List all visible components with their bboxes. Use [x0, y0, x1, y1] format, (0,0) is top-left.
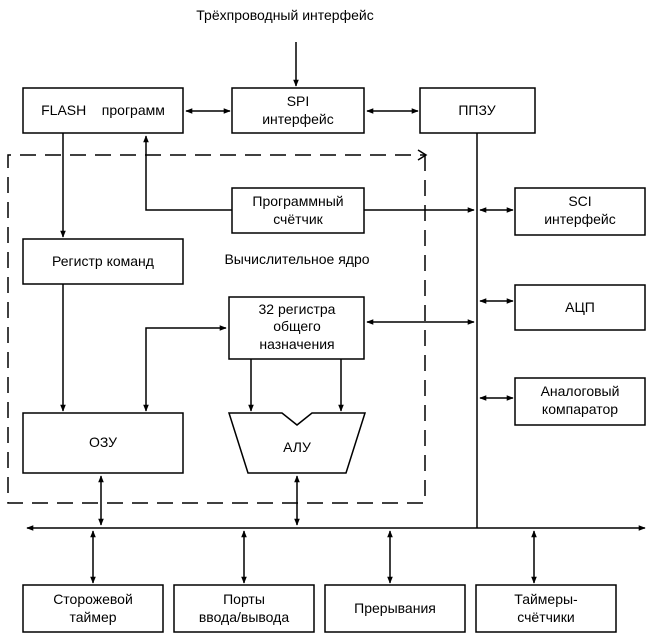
top-label: Трёхпроводный интерфейс — [196, 7, 373, 23]
ram-label: ОЗУ — [89, 434, 117, 450]
watchdog-label-2: таймер — [69, 609, 116, 625]
comparator-label-2: компаратор — [542, 401, 618, 417]
spi-label-2: интерфейс — [262, 111, 334, 127]
instruction-register-block: Регистр команд — [22, 238, 184, 285]
instruction-register-label: Регистр команд — [52, 253, 154, 269]
alu-block: АЛУ — [227, 412, 367, 474]
timers-label-1: Таймеры- — [514, 591, 578, 607]
spi-label-1: SPI — [287, 93, 310, 109]
program-counter-label-1: Программный — [252, 193, 343, 209]
registers-label-1: 32 регистра — [259, 301, 336, 317]
program-counter-label-2: счётчик — [273, 211, 323, 227]
watchdog-label-1: Сторожевой — [53, 591, 133, 607]
flash-label: FLASH программ — [41, 102, 165, 118]
registers-block: 32 регистра общего назначения — [228, 296, 365, 360]
program-counter-block: Программный счётчик — [231, 187, 365, 234]
io-ports-label-2: ввода/вывода — [199, 609, 289, 625]
ram-block: ОЗУ — [22, 412, 184, 474]
comparator-label-1: Аналоговый — [541, 383, 620, 399]
ram-registers-arrow — [143, 325, 227, 412]
sci-label-1: SCI — [568, 193, 591, 209]
adc-label: АЦП — [565, 299, 595, 315]
ppzu-block: ППЗУ — [419, 87, 536, 134]
registers-label-3: назначения — [259, 336, 334, 352]
interrupts-label: Прерывания — [354, 600, 436, 616]
interrupts-block: Прерывания — [324, 584, 466, 633]
core-label: Вычислительное ядро — [224, 251, 369, 267]
timers-label-2: счётчики — [517, 609, 574, 625]
core-boundary — [7, 154, 426, 504]
sci-label-2: интерфейс — [544, 211, 616, 227]
io-ports-label-1: Порты — [223, 591, 265, 607]
io-ports-block: Порты ввода/вывода — [173, 584, 315, 633]
comparator-block: Аналоговый компаратор — [514, 377, 646, 426]
pc-flash-arrow — [143, 135, 232, 211]
sci-block: SCI интерфейс — [514, 187, 646, 236]
timers-block: Таймеры- счётчики — [475, 584, 617, 633]
adc-block: АЦП — [514, 284, 646, 331]
watchdog-block: Сторожевой таймер — [22, 584, 164, 633]
spi-block: SPI интерфейс — [231, 87, 365, 134]
alu-label: АЛУ — [283, 439, 311, 455]
flash-block: FLASH программ — [22, 87, 184, 134]
registers-label-2: общего — [273, 318, 321, 334]
ppzu-label: ППЗУ — [458, 102, 495, 118]
